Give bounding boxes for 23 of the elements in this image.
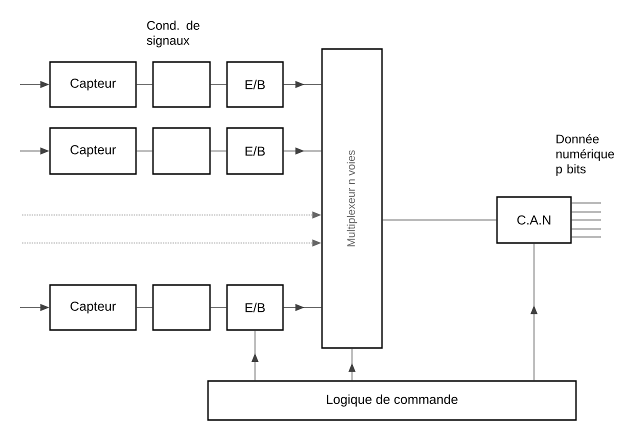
connector-line: [210, 84, 227, 85]
converter-box: C.A.N: [496, 196, 572, 244]
sample-hold-box: E/B: [226, 127, 284, 175]
connector-line: [136, 84, 153, 85]
multiplexer-box: Multiplexeur n voies: [321, 48, 383, 349]
connector-line: [210, 150, 227, 152]
sensor-box: Capteur: [49, 61, 137, 108]
caption-text: Donnée numérique p bits: [556, 134, 614, 176]
sensor-box: Capteur: [49, 127, 137, 175]
signal-conditioning-box: [152, 284, 211, 331]
connector-line: [136, 150, 153, 152]
caption-text: Cond. de signaux: [146, 20, 200, 48]
sample-hold-box: E/B: [226, 61, 284, 108]
connector-line: [210, 307, 227, 308]
sensor-box: Capteur: [49, 284, 137, 331]
connector-line: [571, 202, 602, 204]
connector-line: [136, 307, 153, 308]
connector-line: [571, 236, 602, 238]
signal-conditioning-box: [152, 61, 211, 108]
connector-line: [571, 228, 602, 230]
sample-hold-box: E/B: [226, 284, 284, 331]
signal-conditioning-box: [152, 127, 211, 175]
control-logic-box: Logique de commande: [207, 380, 577, 421]
